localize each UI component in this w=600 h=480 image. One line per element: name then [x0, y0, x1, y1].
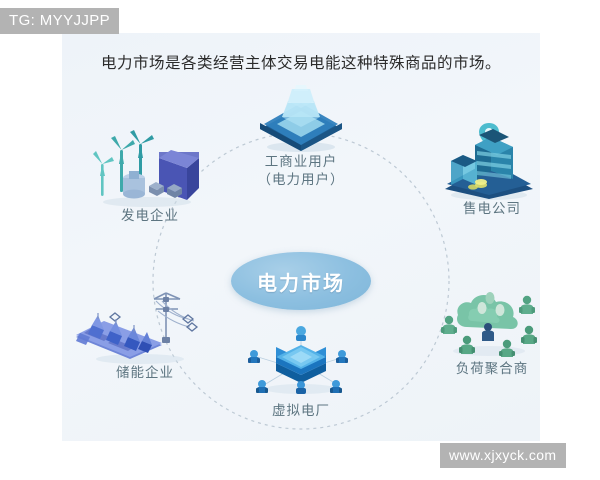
tg-watermark-badge: TG: MYYJJPP: [0, 8, 120, 34]
node-industrial-users[interactable]: 工商业用户 （电力用户）: [226, 81, 376, 189]
node-label: 售电公司: [417, 201, 567, 218]
node-retail-company[interactable]: 售电公司: [417, 121, 567, 218]
cloud-nodes-icon: [417, 281, 567, 361]
node-label: 负荷聚合商: [417, 361, 567, 378]
infographic-card: 电力市场是各类经营主体交易电能这种特殊商品的市场。 电力市场: [62, 33, 540, 441]
node-label-sub: （电力用户）: [257, 172, 345, 188]
wind-turbine-plant-icon: [75, 128, 225, 208]
node-label-main: 虚拟电厂: [272, 403, 330, 419]
node-label-main: 工商业用户: [264, 154, 338, 170]
node-label-main: 发电企业: [121, 208, 179, 224]
node-energy-storage[interactable]: 储能企业: [70, 285, 220, 382]
center-market-label: 电力市场: [257, 270, 345, 295]
node-label: 储能企业: [70, 365, 220, 382]
page-title: 电力市场是各类经营主体交易电能这种特殊商品的市场。: [100, 54, 501, 72]
site-watermark-badge: www.xjxyck.com: [440, 443, 566, 468]
node-label-main: 储能企业: [116, 365, 174, 381]
diagram-stage: 电力市场: [62, 33, 540, 441]
factory-platform-icon: [226, 81, 376, 153]
center-market-node: 电力市场: [231, 252, 371, 310]
node-label: 虚拟电厂: [226, 403, 376, 420]
node-power-generation[interactable]: 发电企业: [75, 128, 225, 225]
node-label: 工商业用户 （电力用户）: [226, 153, 376, 189]
node-label-main: 负荷聚合商: [455, 361, 529, 377]
city-buildings-pin-icon: [417, 121, 567, 201]
solar-array-pylon-icon: [70, 285, 220, 365]
node-label: 发电企业: [75, 208, 225, 225]
hexagon-network-icon: [226, 323, 376, 403]
dashed-ring: [152, 132, 450, 430]
node-load-aggregator[interactable]: 负荷聚合商: [417, 281, 567, 378]
node-label-main: 售电公司: [463, 201, 521, 217]
node-virtual-power-plant[interactable]: 虚拟电厂: [226, 323, 376, 420]
